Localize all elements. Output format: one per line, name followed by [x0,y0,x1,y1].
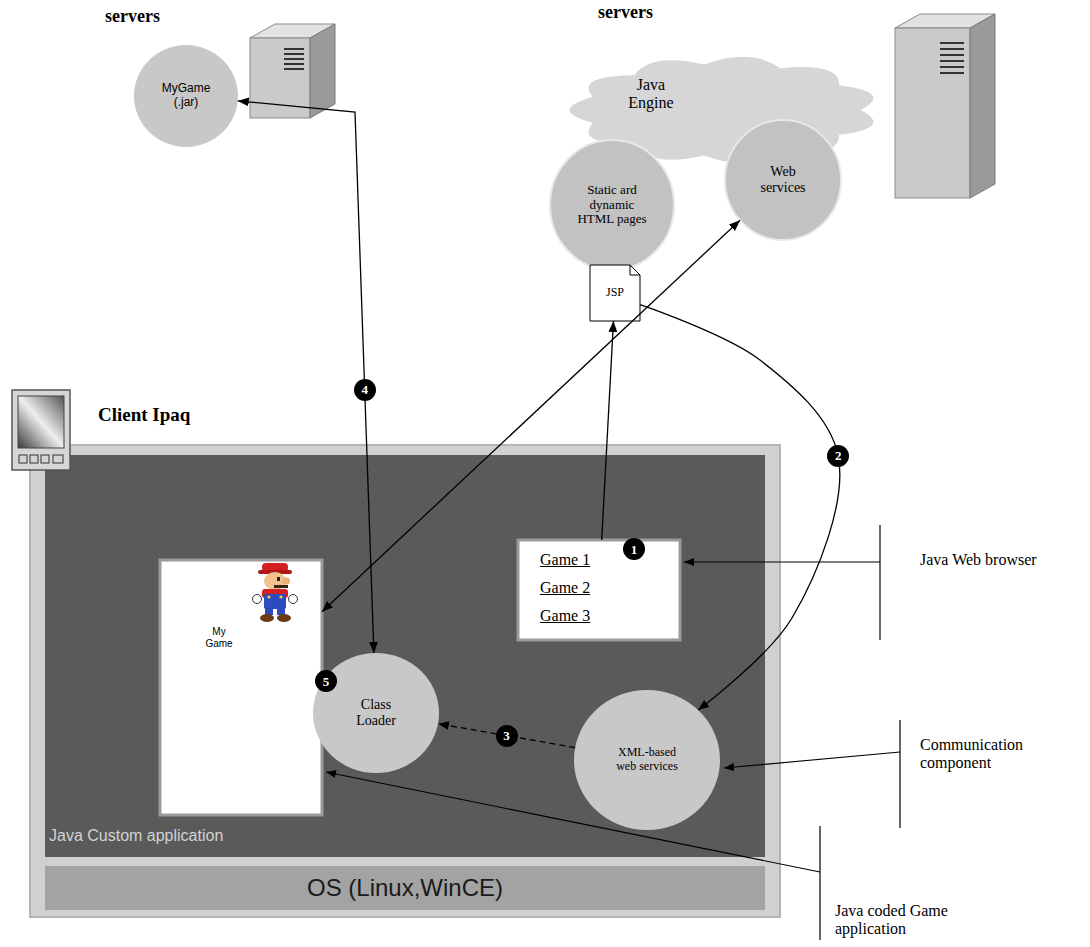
node-text: Web services [752,164,814,196]
annotation-label: Communication component [920,736,1040,773]
pda-button [30,455,38,463]
drive-slot [940,66,964,68]
node-text: Game 2 [540,574,640,602]
app-panel-outline [45,455,765,857]
callout-bracket [819,826,820,940]
character-mustache [274,585,288,588]
drive-slot [284,68,304,70]
service-circle: Web services [725,120,841,240]
page-document-outline [590,265,640,321]
annotation-label: servers [598,2,653,23]
pda-screen [18,396,64,448]
drive-slot [940,54,964,56]
connector-group [238,101,840,748]
os-band: OS (Linux,WinCE) [45,866,765,910]
drive-slot [940,60,964,62]
flow-arrow [322,220,740,611]
jar-circle: MyGame (.jar) [134,45,238,147]
callout-number: 4 [354,379,376,401]
callout-bracket [879,525,880,640]
pda-button [53,455,63,463]
drive-slot [940,72,964,74]
character-eye [277,577,280,581]
pages-circle-outline [550,140,674,270]
node-text: My Game [204,626,234,649]
annotation-label: Client Ipaq [98,404,190,426]
node-text: Java Custom application [49,827,349,845]
flow-arrow [640,305,840,710]
comm-circle: XML-based web services [574,690,720,830]
node-text: Java Engine [620,76,682,113]
drive-slot [284,63,304,65]
pda-icon [12,390,70,470]
drive-slot [940,48,964,50]
flow-arrow [238,101,374,653]
leader-line [326,772,820,872]
loader-circle-outline [313,653,439,773]
node-text: Static ard dynamic HTML pages [576,183,648,228]
character-overalls [264,594,286,609]
page-document: JSP [590,265,640,321]
character-shoe [260,614,274,622]
node-text: MyGame (.jar) [158,82,214,110]
node-text: Class Loader [346,697,406,729]
annotation-label: Java Web browser [920,551,1037,569]
character-glove [289,595,298,604]
callout-number: 3 [496,725,518,747]
server-tower [250,38,310,118]
drive-slot [284,48,304,50]
browser-window-outline [518,540,680,640]
character-button [279,595,282,598]
os-band-outline [45,866,765,910]
server-tower [310,24,335,118]
engine-cloud: Static ard dynamic HTML pagesJava Engine [565,48,883,172]
node-text: XML-based web services [614,746,680,774]
comm-circle-outline [574,690,720,830]
drive-slot [284,58,304,60]
character-glove [253,595,262,604]
pda-button [41,455,49,463]
jar-circle-outline [134,45,238,147]
callout-number: 1 [623,538,645,560]
server-tower [970,14,995,198]
node-text: Game 3 [540,602,640,630]
character-button [267,595,270,598]
node-text: JSP [606,286,624,300]
leader-line [724,752,900,768]
callout-bracket [899,720,900,828]
drive-slot [284,53,304,55]
service-circle-outline [725,120,841,240]
annotation-label: servers [105,6,160,27]
node-text: OS (Linux,WinCE) [307,874,503,902]
character-leg [277,608,285,615]
device-frame [30,445,780,917]
game-window-outline [160,560,322,815]
character-leg [265,608,273,615]
server-tower [895,28,970,198]
app-panel: My GameClass LoaderGame 1Game 2Game 3XML… [45,455,765,857]
browser-window: Game 1Game 2Game 3 [518,540,680,640]
annotation-label: Java coded Game application [835,902,965,939]
flow-arrow [438,724,575,748]
leader-line [684,561,880,562]
character-nose [282,578,290,585]
game-window: My Game [160,560,322,815]
pda-button [19,455,27,463]
drive-slot [940,42,964,44]
callout-number: 5 [315,670,337,692]
flow-arrow [602,321,614,540]
callout-number: 2 [827,445,849,467]
character-shoe [277,614,291,622]
pages-circle: Static ard dynamic HTML pages [550,140,674,270]
